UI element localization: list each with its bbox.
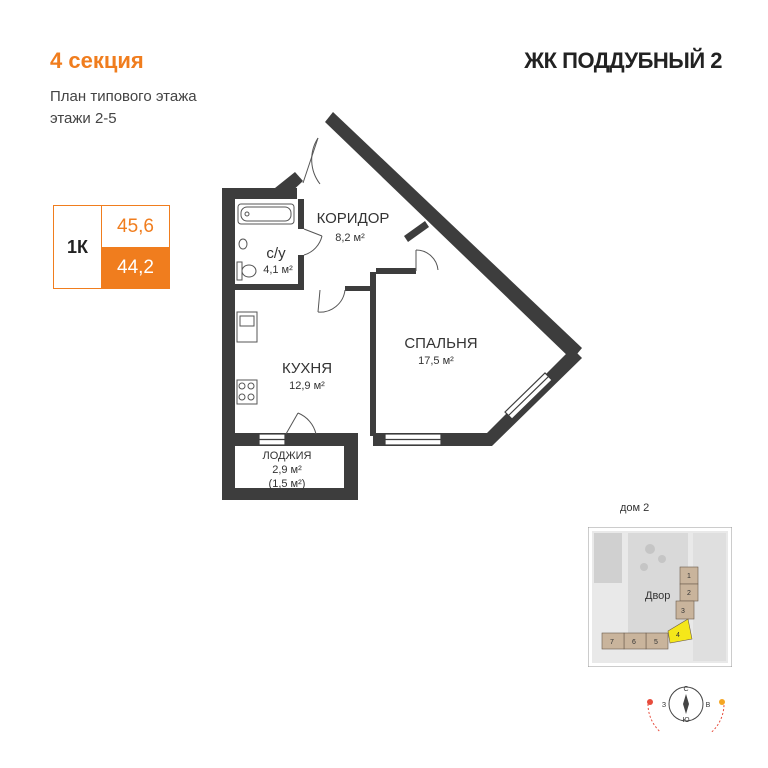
loggia-name: ЛОДЖИЯ xyxy=(263,450,312,462)
corridor-name: КОРИДОР xyxy=(317,210,390,227)
windows xyxy=(258,372,553,446)
total-area: 45,6 xyxy=(117,215,154,237)
sunset-icon xyxy=(647,699,653,705)
loggia-reduced-area: (1,5 м²) xyxy=(269,478,306,490)
kitchen-name: КУХНЯ xyxy=(282,360,332,377)
doors xyxy=(285,137,439,435)
kitchen-area: 12,9 м² xyxy=(289,380,325,392)
section-2: 2 xyxy=(687,590,691,597)
living-area: 44,2 xyxy=(102,247,169,288)
plan-title: План типового этажа xyxy=(50,88,197,105)
compass-east: В xyxy=(706,702,711,709)
building-sections: 1 2 3 4 5 6 7 xyxy=(601,566,699,650)
section-6: 6 xyxy=(632,639,636,646)
bathroom-area: 4,1 м² xyxy=(263,264,293,276)
bedroom-area: 17,5 м² xyxy=(418,355,454,367)
site-minimap: Двор 1 2 3 4 5 6 7 xyxy=(588,527,732,667)
apartment-badge: 1К 45,6 44,2 xyxy=(53,205,170,289)
section-1: 1 xyxy=(687,573,691,580)
loggia-area: 2,9 м² xyxy=(272,464,302,476)
minimap-house-label: дом 2 xyxy=(620,502,650,514)
section-5: 5 xyxy=(654,639,658,646)
section-4: 4 xyxy=(676,632,680,639)
compass-west: З xyxy=(662,702,666,709)
bathroom-name: с/у xyxy=(266,245,286,262)
apartment-type: 1К xyxy=(54,206,102,288)
compass-south: Ю xyxy=(682,717,689,724)
bathtub-icon xyxy=(237,203,295,225)
complex-name: ЖК ПОДДУБНЫЙ 2 xyxy=(524,48,722,73)
fixtures xyxy=(236,203,295,405)
section-3: 3 xyxy=(681,608,685,615)
kitchen-sink-icon xyxy=(236,311,258,343)
toilet-icon xyxy=(236,261,243,281)
floors-label: этажи 2-5 xyxy=(50,110,117,127)
compass-north: С xyxy=(683,686,688,693)
section-7: 7 xyxy=(610,639,614,646)
section-title: 4 секция xyxy=(50,48,144,73)
bedroom-name: СПАЛЬНЯ xyxy=(404,335,477,352)
sink-icon xyxy=(238,238,248,250)
sunrise-icon xyxy=(719,699,725,705)
compass-icon: С Ю В З xyxy=(647,686,725,732)
yard-label: Двор xyxy=(645,590,670,602)
corridor-area: 8,2 м² xyxy=(335,232,365,244)
stove-icon xyxy=(236,379,258,405)
